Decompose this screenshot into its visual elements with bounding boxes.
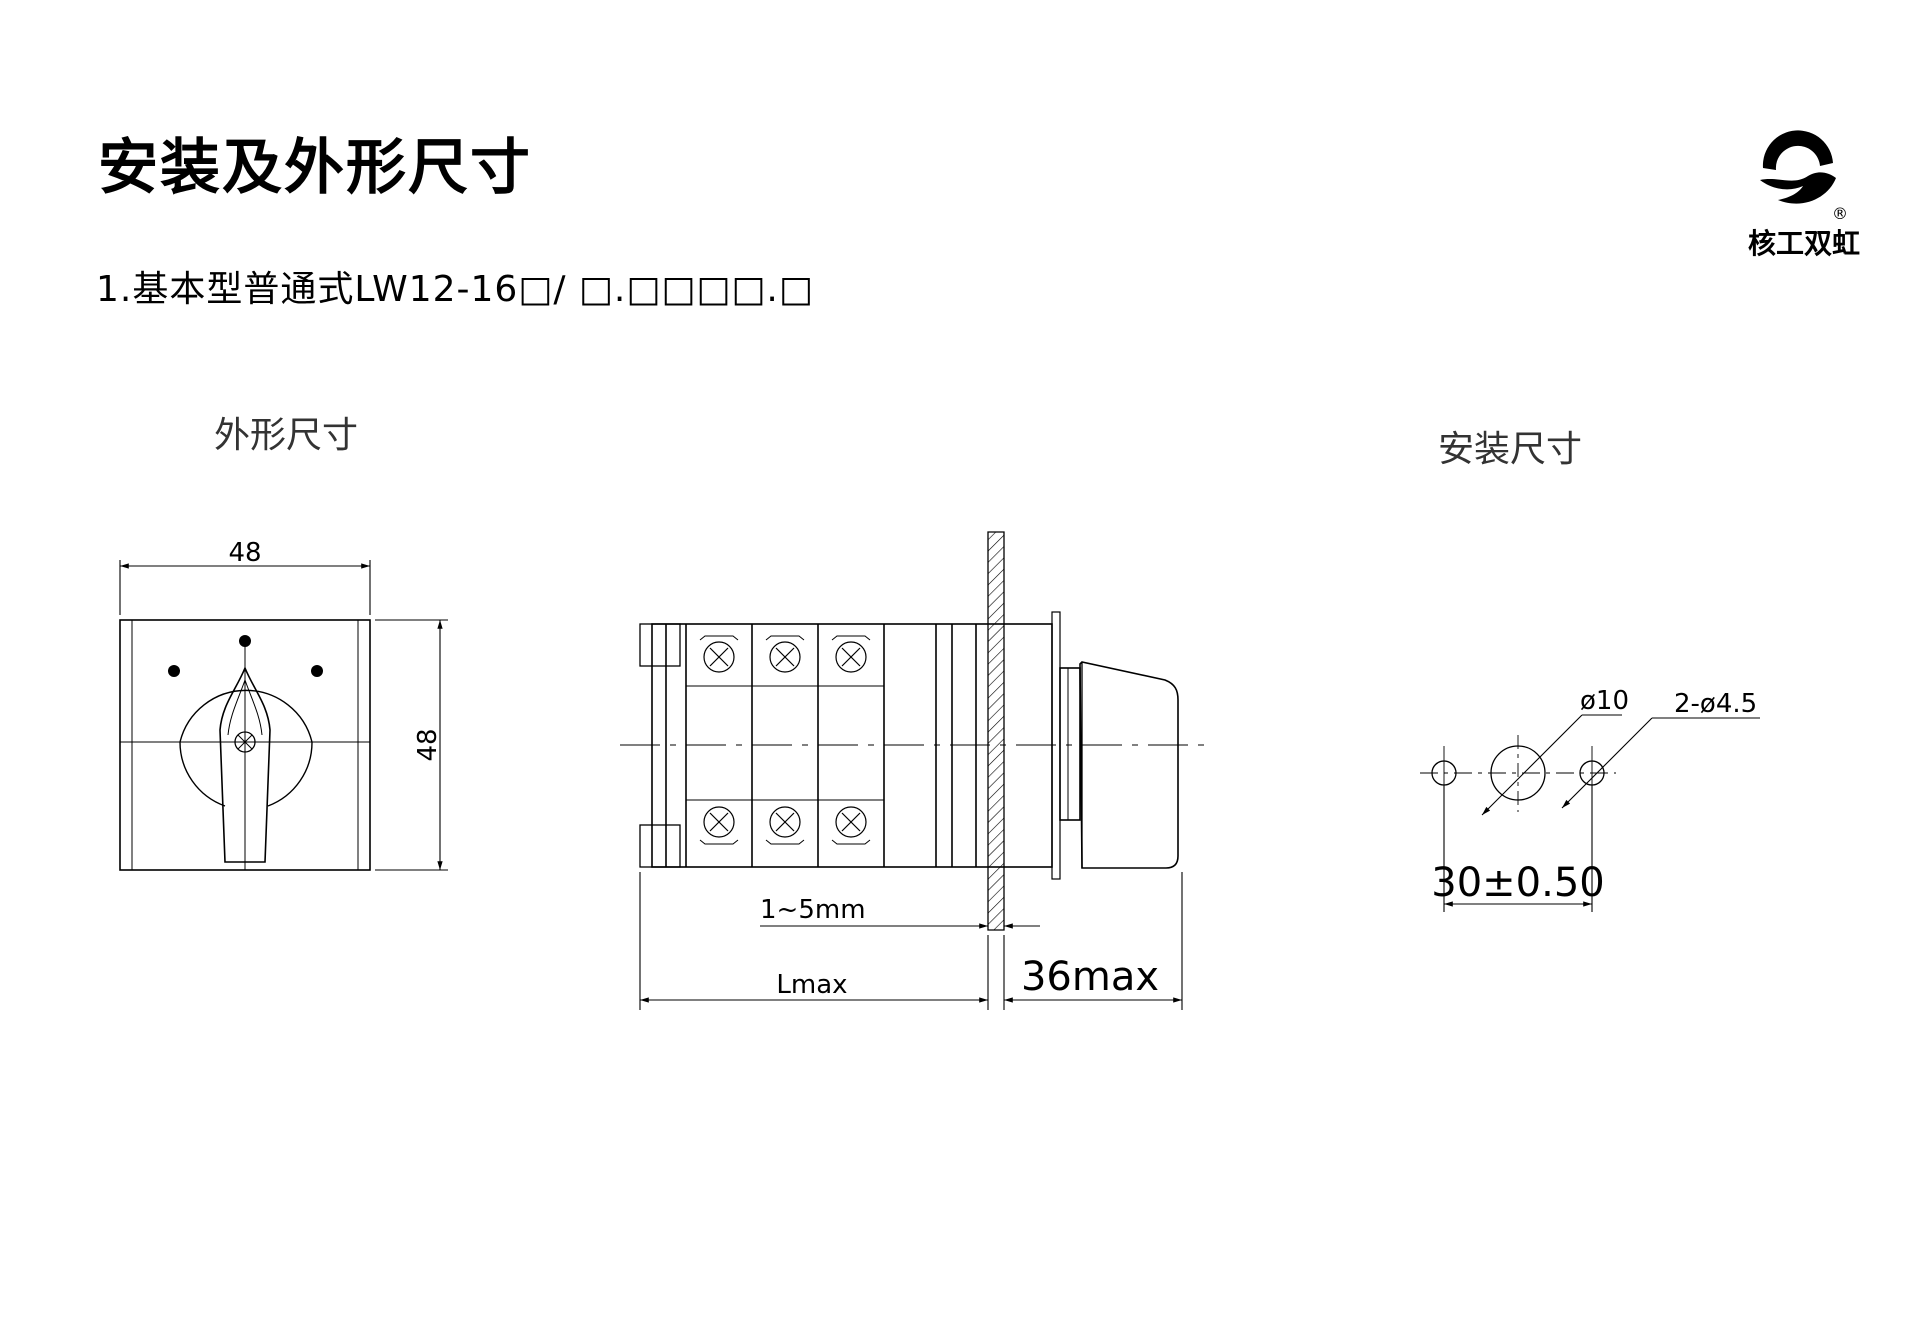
position-dot-left bbox=[168, 665, 180, 677]
front-view bbox=[119, 619, 371, 871]
side-view bbox=[639, 611, 1179, 880]
logo-text: 核工双虹 bbox=[1748, 227, 1861, 260]
outline-dimensions-label: 外形尺寸 bbox=[214, 415, 359, 456]
mounting-panel bbox=[987, 531, 1005, 931]
front-height-dim: 48 bbox=[413, 728, 443, 761]
body-length-dim: Lmax bbox=[776, 970, 847, 1000]
company-logo-icon bbox=[1760, 130, 1836, 204]
panel-thickness-dim: 1~5mm bbox=[760, 895, 866, 925]
model-subtitle: 1.基本型普通式LW12-16□/ □.□□□□.□ bbox=[96, 269, 814, 310]
position-dot-center bbox=[239, 635, 251, 647]
position-dot-right bbox=[311, 665, 323, 677]
mounting-dimensions-label: 安装尺寸 bbox=[1438, 429, 1583, 470]
front-width-dim: 48 bbox=[228, 538, 261, 568]
hole-spacing-dim: 30±0.50 bbox=[1431, 860, 1604, 906]
page-title: 安装及外形尺寸 bbox=[98, 133, 532, 203]
handle-depth-dim: 36max bbox=[1021, 954, 1159, 1000]
registered-mark: ® bbox=[1832, 204, 1848, 223]
side-holes-dim: 2-ø4.5 bbox=[1674, 689, 1757, 719]
mounting-view bbox=[1420, 735, 1616, 812]
center-hole-dim: ø10 bbox=[1580, 686, 1629, 716]
